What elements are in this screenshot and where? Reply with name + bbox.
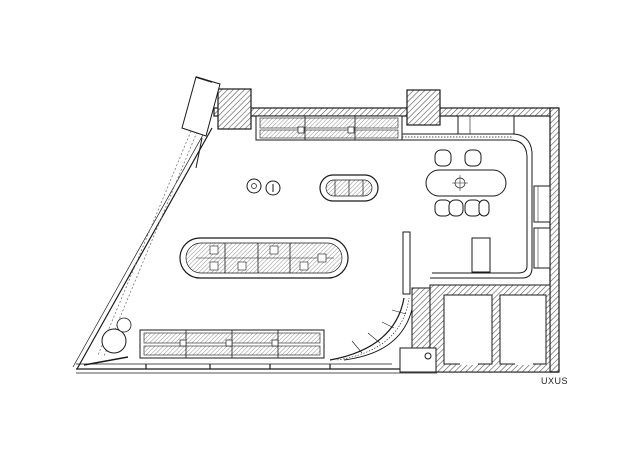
oval-table-large bbox=[179, 237, 349, 279]
chair bbox=[464, 149, 482, 167]
bottom-shelving bbox=[139, 329, 325, 359]
glazed-facade bbox=[72, 76, 221, 370]
curved-counter bbox=[329, 231, 491, 361]
oval-table-small bbox=[319, 174, 379, 202]
column-right bbox=[406, 89, 441, 126]
top-shelving bbox=[255, 115, 403, 141]
chair bbox=[448, 199, 464, 217]
outer-walls bbox=[76, 88, 560, 374]
dining-area bbox=[425, 149, 507, 217]
round-tables bbox=[246, 178, 281, 196]
chair bbox=[434, 149, 452, 167]
chair bbox=[478, 199, 490, 217]
perimeter-counter bbox=[402, 115, 551, 279]
brand-label: UXUS bbox=[541, 376, 569, 386]
service-rooms bbox=[399, 284, 551, 373]
column-left bbox=[217, 88, 252, 130]
